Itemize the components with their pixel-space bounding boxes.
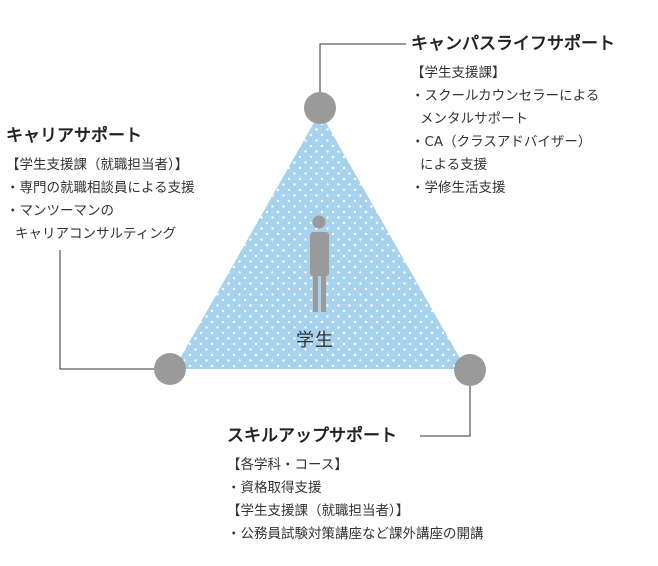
connector-skill [420, 370, 471, 437]
student-leg-right [321, 274, 326, 312]
skill-line-2: ・資格取得支援 [227, 480, 322, 496]
skill-up-support-block: スキルアップサポート 【各学科・コース】 ・資格取得支援 【学生支援課（就職担当… [227, 424, 484, 546]
campus-line-5: による支援 [420, 157, 488, 173]
node-skill [454, 354, 486, 386]
student-label: 学生 [296, 330, 334, 351]
campus-line-3: メンタルサポート [420, 111, 528, 127]
career-support-block: キャリアサポート 【学生支援課（就職担当者）】 ・専門の就職相談員による支援 ・… [6, 124, 195, 246]
student-body [310, 232, 329, 276]
connector-campus [319, 43, 406, 108]
career-line-1: 【学生支援課（就職担当者）】 [6, 157, 189, 173]
campus-life-support-block: キャンパスライフサポート 【学生支援課】 ・スクールカウンセラーによる メンタル… [411, 32, 615, 200]
career-line-4: キャリアコンサルティング [15, 226, 177, 242]
student-leg-left [313, 274, 318, 312]
campus-line-4: ・CA（クラスアドバイザー） [411, 134, 592, 150]
campus-line-1: 【学生支援課】 [411, 65, 506, 81]
campus-line-2: ・スクールカウンセラーによる [411, 88, 600, 104]
node-career [154, 353, 186, 385]
skill-up-support-title: スキルアップサポート [227, 426, 397, 446]
career-support-title: キャリアサポート [6, 126, 142, 146]
node-campus [304, 92, 336, 124]
connector-career [59, 250, 170, 370]
student-icon [310, 215, 329, 312]
skill-line-1: 【各学科・コース】 [227, 457, 348, 473]
skill-line-4: ・公務員試験対策講座など課外講座の開講 [227, 526, 484, 542]
skill-line-3: 【学生支援課（就職担当者）】 [227, 503, 410, 519]
career-line-3: ・マンツーマンの [6, 203, 114, 219]
student-head [312, 215, 326, 229]
career-line-2: ・専門の就職相談員による支援 [6, 180, 195, 196]
campus-line-6: ・学修生活支援 [411, 180, 506, 196]
campus-life-support-title: キャンパスライフサポート [411, 34, 615, 54]
